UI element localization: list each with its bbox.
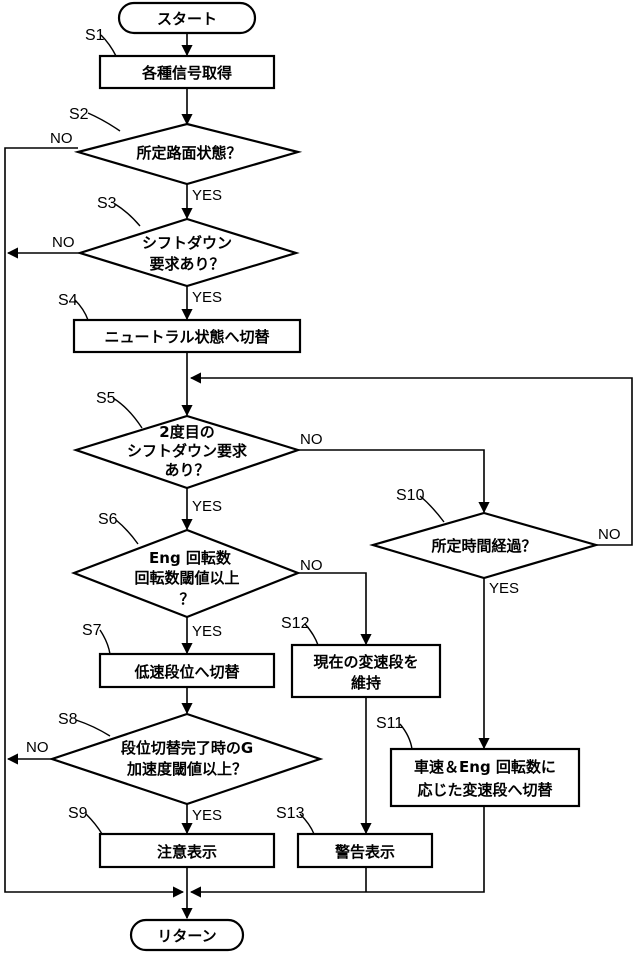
process-s12-text-1: 現在の変速段を xyxy=(313,653,418,671)
decision-s3-text-2: 要求あり？ xyxy=(149,255,224,273)
no-label-s6: NO xyxy=(300,557,323,574)
decision-s3: シフトダウン 要求あり？ xyxy=(76,217,300,288)
yes-label-s2: YES xyxy=(192,187,222,204)
step-id-s13: S13 xyxy=(276,805,305,822)
yes-label-s8: YES xyxy=(192,807,222,824)
process-s1-text: 各種信号取得 xyxy=(141,64,232,82)
yes-label-s6: YES xyxy=(192,623,222,640)
no-label-s2: NO xyxy=(50,130,73,147)
yes-label-s5: YES xyxy=(192,498,222,515)
decision-s6: Eng 回転数 回転数閾値以上 ？ xyxy=(70,528,302,619)
no-label-s8: NO xyxy=(26,739,49,756)
branch-labels: YES YES YES YES YES YES NO NO NO NO NO N… xyxy=(26,130,621,824)
decision-s6-text-2: 回転数閾値以上 xyxy=(134,569,239,587)
step-id-s12: S12 xyxy=(281,615,310,632)
edge-s6-no xyxy=(298,572,372,646)
process-s1: 各種信号取得 xyxy=(98,54,276,90)
step-id-s5: S5 xyxy=(96,390,116,407)
process-s11-text-1: 車速＆Eng 回転数に xyxy=(414,758,556,776)
decision-s10-text: 所定時間経過？ xyxy=(431,537,536,555)
step-id-s8: S8 xyxy=(58,711,78,728)
step-id-s9: S9 xyxy=(68,805,88,822)
edge-s10-no-loop xyxy=(189,372,633,546)
decision-s8: 段位切替完了時のG 加速度閾値以上？ xyxy=(48,712,324,806)
decision-s10: 所定時間経過？ xyxy=(369,511,600,580)
step-id-s2: S2 xyxy=(69,106,89,123)
step-id-s11: S11 xyxy=(376,715,403,732)
terminal-start-label: スタート xyxy=(157,10,217,28)
step-id-s7: S7 xyxy=(82,622,102,639)
no-label-s3: NO xyxy=(52,234,75,251)
process-s12-text-2: 維持 xyxy=(351,674,381,692)
process-s13-text: 警告表示 xyxy=(334,843,395,861)
process-s7: 低速段位へ切替 xyxy=(98,652,276,689)
process-s7-text: 低速段位へ切替 xyxy=(133,663,240,681)
step-labels: S1 S2 S3 S4 S5 S6 S7 S8 S9 S10 S11 S12 S… xyxy=(58,27,445,835)
edge-s11-merge xyxy=(189,806,485,898)
decision-s2: 所定路面状態？ xyxy=(73,122,303,186)
terminal-end: リターン xyxy=(129,918,245,952)
connectors xyxy=(4,33,633,920)
no-label-s10: NO xyxy=(598,526,621,543)
step-id-s1: S1 xyxy=(85,27,105,44)
step-id-s3: S3 xyxy=(97,195,117,212)
process-s12: 現在の変速段を 維持 xyxy=(290,643,442,699)
decision-s2-text: 所定路面状態？ xyxy=(136,144,241,162)
decision-s5-text-1: 2度目の xyxy=(159,423,214,441)
decision-s3-text-1: シフトダウン xyxy=(142,234,232,252)
process-s11: 車速＆Eng 回転数に 応じた変速段へ切替 xyxy=(389,747,581,808)
terminal-start: スタート xyxy=(117,1,257,35)
edge-no-left-return xyxy=(4,147,185,898)
decision-s5-text-3: あり？ xyxy=(164,461,209,479)
edge-s5-no xyxy=(298,449,490,514)
yes-label-s10: YES xyxy=(489,580,519,597)
decision-s8-text-2: 加速度閾値以上？ xyxy=(126,760,247,778)
decision-s8-text-1: 段位切替完了時のG xyxy=(121,739,253,757)
step-id-s10: S10 xyxy=(396,487,425,504)
yes-label-s3: YES xyxy=(192,289,222,306)
terminal-end-label: リターン xyxy=(157,927,216,945)
step-id-s4: S4 xyxy=(58,292,78,309)
no-label-s5: NO xyxy=(300,431,323,448)
process-s4: ニュートラル状態へ切替 xyxy=(72,318,302,354)
decision-s5-text-2: シフトダウン要求 xyxy=(127,442,248,460)
step-id-s6: S6 xyxy=(98,511,118,528)
process-s9: 注意表示 xyxy=(98,832,276,869)
process-s4-text: ニュートラル状態へ切替 xyxy=(104,328,270,346)
decision-s6-text-1: Eng 回転数 xyxy=(149,549,232,567)
process-s9-text: 注意表示 xyxy=(157,843,217,861)
decision-s5: 2度目の シフトダウン要求 あり？ xyxy=(72,414,302,490)
process-s11-text-2: 応じた変速段へ切替 xyxy=(417,781,553,799)
process-s13: 警告表示 xyxy=(296,832,434,869)
decision-s6-text-3: ？ xyxy=(179,590,194,608)
